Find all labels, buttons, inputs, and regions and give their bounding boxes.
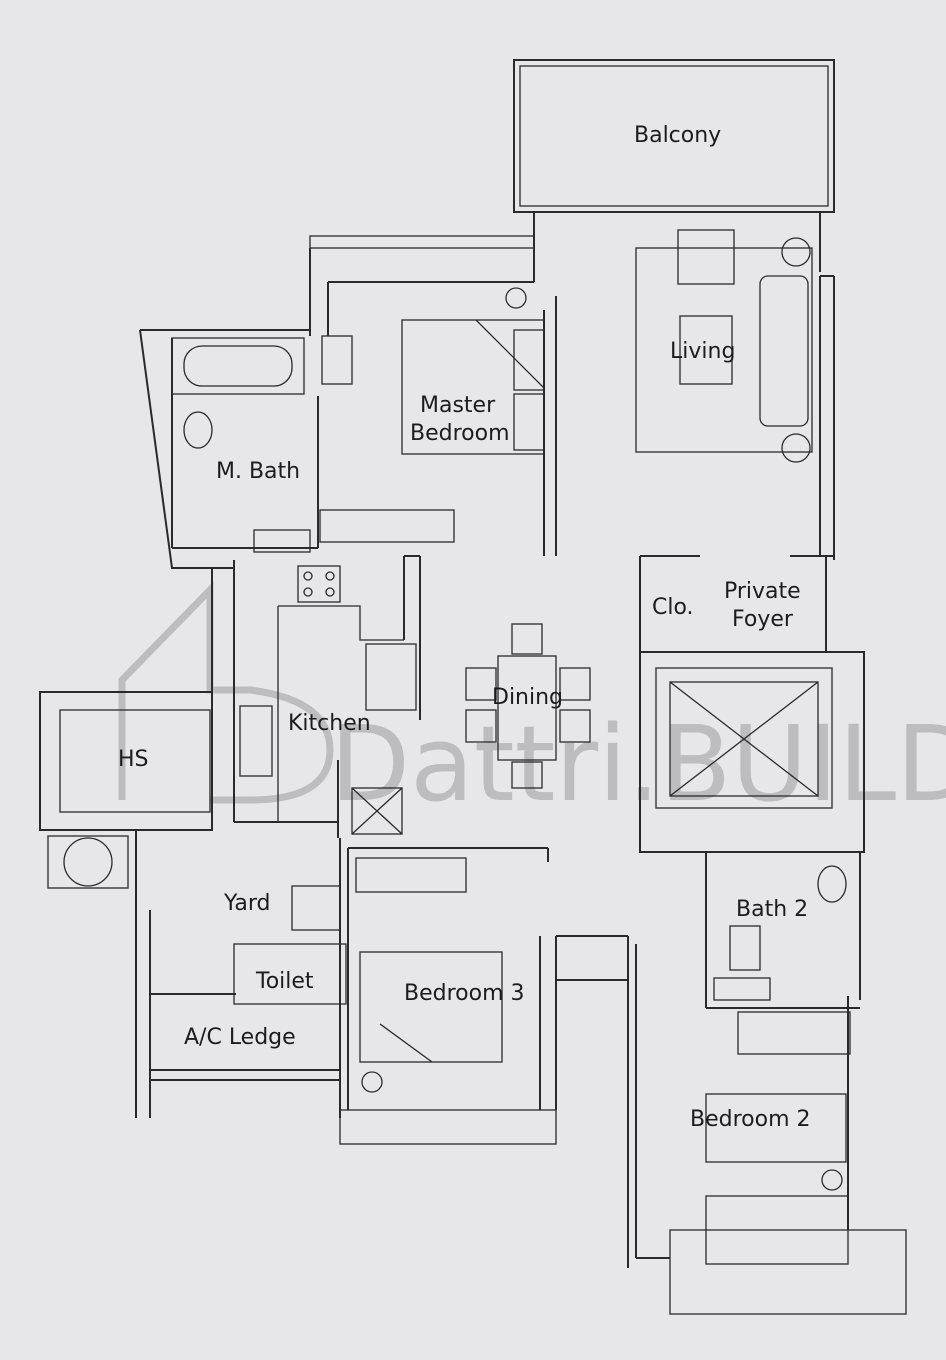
label-living: Living: [670, 339, 735, 364]
outer-walls: [39, 211, 907, 1315]
label-master-bedroom-line2: Bedroom: [410, 421, 510, 446]
label-toilet: Toilet: [255, 969, 314, 994]
label-private-foyer-line1: Private: [724, 579, 801, 604]
label-bedroom-3: Bedroom 3: [404, 981, 525, 1006]
label-master-bedroom-line1: Master: [420, 393, 496, 418]
label-bath-2: Bath 2: [736, 897, 808, 922]
label-bedroom-2: Bedroom 2: [690, 1107, 811, 1132]
label-private-foyer-line2: Foyer: [732, 607, 794, 632]
room-labels: Balcony Living Master Bedroom M. Bath Pr…: [118, 123, 811, 1132]
label-balcony: Balcony: [634, 123, 721, 148]
watermark: Dattri.BUILD: [118, 581, 946, 825]
label-ac-ledge: A/C Ledge: [184, 1025, 296, 1050]
label-master-bath: M. Bath: [216, 459, 300, 484]
label-hs: HS: [118, 747, 149, 772]
label-kitchen: Kitchen: [288, 711, 371, 736]
label-dining: Dining: [492, 685, 563, 710]
fixtures: [47, 229, 851, 1265]
watermark-text: Dattri.BUILD: [330, 703, 946, 825]
label-yard: Yard: [223, 891, 271, 916]
label-closet: Clo.: [652, 595, 694, 620]
